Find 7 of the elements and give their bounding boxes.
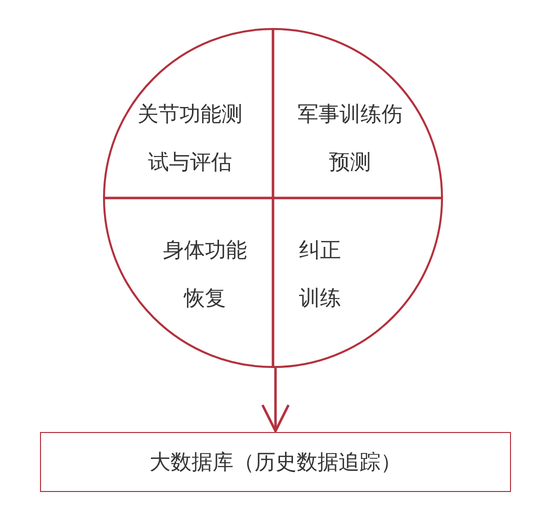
database-box: 大数据库（历史数据追踪）	[40, 432, 511, 492]
quadrant-label: 身体功能恢复	[145, 224, 265, 324]
quadrant-label: 军事训练伤预测	[280, 88, 420, 188]
quadrant-label: 纠正训练	[290, 224, 350, 324]
quadrant-circle	[103, 28, 443, 368]
arrow	[261, 368, 290, 432]
quadrant-label: 关节功能测试与评估	[135, 88, 245, 188]
